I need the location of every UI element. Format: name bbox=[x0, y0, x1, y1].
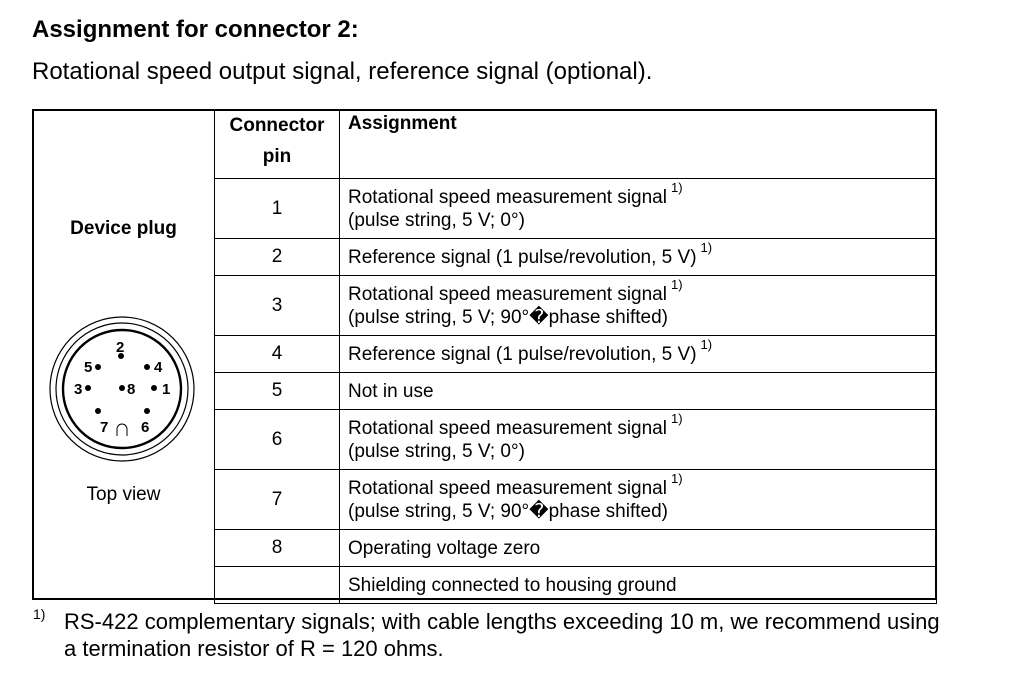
footnote-ref: 1) bbox=[670, 471, 683, 487]
assignment-cell: Not in use bbox=[339, 372, 937, 410]
footnote-ref: 1) bbox=[670, 277, 683, 293]
assignment-detail: (pulse string, 5 V; 0°) bbox=[348, 440, 525, 462]
section-heading: Assignment for connector 2: bbox=[32, 16, 359, 43]
connector-pinout-diagram: 1 2 3 4 5 6 7 8 bbox=[49, 316, 195, 462]
table-header-row: Connector pin Assignment bbox=[214, 109, 937, 179]
header-assignment: Assignment bbox=[339, 109, 937, 179]
pin-dot-6-upper bbox=[144, 408, 150, 414]
pin-dots bbox=[85, 353, 157, 414]
assignment-text: Rotational speed measurement signal bbox=[348, 477, 667, 499]
pin-dot-4 bbox=[144, 364, 150, 370]
assignment-cell: Operating voltage zero bbox=[339, 529, 937, 567]
plug-inner-ring bbox=[61, 328, 183, 450]
pin-label-1: 1 bbox=[162, 381, 170, 398]
footnote-mark: 1) bbox=[33, 606, 46, 622]
table-row: Shielding connected to housing ground bbox=[214, 566, 937, 604]
assignment-text: Rotational speed measurement signal bbox=[348, 283, 667, 305]
assignment-detail: (pulse string, 5 V; 0°) bbox=[348, 209, 525, 231]
footnote-ref: 1) bbox=[670, 180, 683, 196]
pin-number: 8 bbox=[214, 529, 340, 567]
pin-label-7: 7 bbox=[100, 419, 108, 436]
pin-dot-8 bbox=[119, 385, 125, 391]
pin-number: 7 bbox=[214, 469, 340, 530]
pin-number: 5 bbox=[214, 372, 340, 410]
pin-label-4: 4 bbox=[154, 359, 163, 376]
assignment-cell: Reference signal (1 pulse/revolution, 5 … bbox=[339, 335, 937, 373]
table-row: 2 Reference signal (1 pulse/revolution, … bbox=[214, 238, 937, 276]
assignment-cell: Shielding connected to housing ground bbox=[339, 566, 937, 604]
pin-dot-5 bbox=[95, 364, 101, 370]
footnote-ref: 1) bbox=[670, 411, 683, 427]
footnote-ref: 1) bbox=[700, 240, 713, 256]
table-row: 8 Operating voltage zero bbox=[214, 529, 937, 567]
assignment-cell: Reference signal (1 pulse/revolution, 5 … bbox=[339, 238, 937, 276]
assignment-text: Rotational speed measurement signal bbox=[348, 417, 667, 439]
table-row: 4 Reference signal (1 pulse/revolution, … bbox=[214, 335, 937, 373]
top-view-caption: Top view bbox=[86, 484, 161, 505]
pin-number bbox=[214, 566, 340, 604]
pin-number: 4 bbox=[214, 335, 340, 373]
pin-number: 3 bbox=[214, 275, 340, 336]
assignment-text: Not in use bbox=[348, 380, 434, 402]
plug-key-notch bbox=[116, 423, 128, 436]
device-plug-label: Device plug bbox=[70, 218, 177, 239]
assignment-text: Reference signal (1 pulse/revolution, 5 … bbox=[348, 343, 697, 365]
pin-label-6: 6 bbox=[141, 419, 149, 436]
pin-dot-7-upper bbox=[95, 408, 101, 414]
pin-label-8: 8 bbox=[127, 381, 135, 398]
assignment-text: Shielding connected to housing ground bbox=[348, 574, 677, 596]
pin-label-2: 2 bbox=[116, 339, 124, 356]
footnote-text: RS-422 complementary signals; with cable… bbox=[64, 609, 940, 661]
assignment-detail: (pulse string, 5 V; 90°�phase shifted) bbox=[348, 306, 668, 328]
footnote-ref: 1) bbox=[700, 337, 713, 353]
pin-assignment-table: Connector pin Assignment 1 Rotational sp… bbox=[214, 109, 937, 604]
assignment-detail: (pulse string, 5 V; 90°�phase shifted) bbox=[348, 500, 668, 522]
pin-dot-2 bbox=[118, 353, 124, 359]
pin-number: 6 bbox=[214, 409, 340, 470]
plug-outer-ring bbox=[49, 316, 195, 462]
pin-number: 2 bbox=[214, 238, 340, 276]
header-connector-pin: Connector pin bbox=[214, 109, 340, 179]
assignment-text: Rotational speed measurement signal bbox=[348, 186, 667, 208]
pin-dot-3 bbox=[85, 385, 91, 391]
assignment-text: Reference signal (1 pulse/revolution, 5 … bbox=[348, 246, 697, 268]
pin-number: 1 bbox=[214, 178, 340, 239]
table-row: 5 Not in use bbox=[214, 372, 937, 410]
pin-label-3: 3 bbox=[74, 381, 82, 398]
section-subheading: Rotational speed output signal, referenc… bbox=[32, 58, 653, 85]
pin-dot-1 bbox=[151, 385, 157, 391]
plug-middle-ring bbox=[55, 322, 189, 456]
assignment-text: Operating voltage zero bbox=[348, 537, 541, 559]
pin-label-5: 5 bbox=[84, 359, 92, 376]
